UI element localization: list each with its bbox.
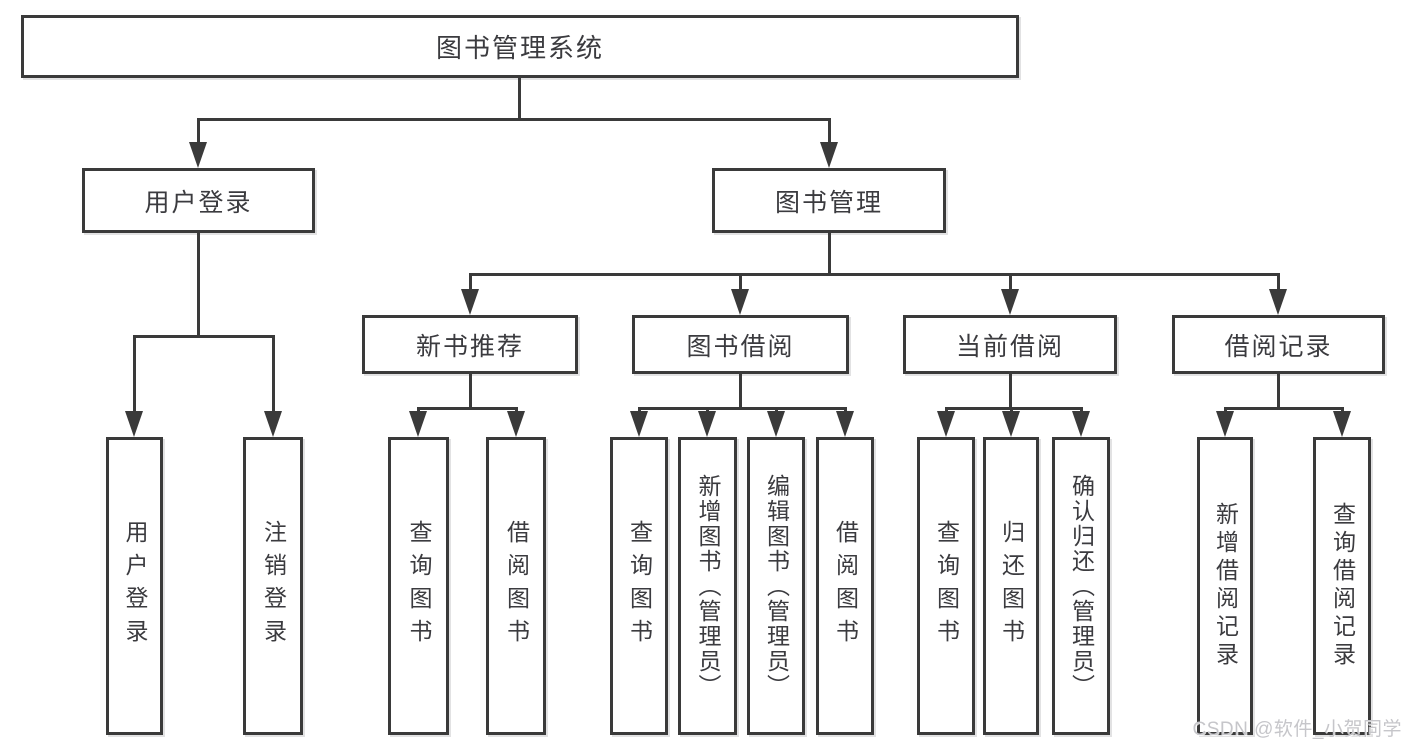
connector-bookmgmt-drop-4 [1277,273,1280,293]
arrow-icon [1002,411,1020,437]
node-label: 借阅记录 [1224,332,1333,361]
leaf-logout: 注销登录 [243,437,303,735]
arrow-icon [698,411,716,437]
connector-borrow-stem [739,374,742,407]
node-borrowing-records: 借阅记录 [1172,315,1385,374]
csdn-watermark: CSDN @软件_小贺同学 [1192,719,1402,740]
leaf-confirm-return-admin: 确认归还（管理员） [1052,437,1110,735]
leaf-label: 确认归还（管理员） [1068,473,1095,699]
leaf-label: 查询图书 [626,520,653,652]
connector-borrow-branch [638,407,847,410]
connector-bookmgmt-branch [469,273,1280,276]
arrow-icon [264,411,282,437]
connector-records-branch [1224,407,1344,410]
arrow-icon [630,411,648,437]
node-new-book-recommend: 新书推荐 [362,315,578,374]
connector-current-branch [945,407,1083,410]
connector-bookmgmt-drop-1 [469,273,472,293]
arrow-icon [1216,411,1234,437]
connector-userlogin-drop-1 [133,335,136,415]
node-book-borrowing: 图书借阅 [632,315,849,374]
connector-records-stem [1277,374,1280,407]
connector-newrec-stem [469,374,472,407]
connector-userlogin-branch [133,335,275,338]
leaf-label: 查询图书 [406,520,432,652]
connector-current-stem [1009,374,1012,407]
leaf-label: 新增借阅记录 [1212,502,1239,670]
arrow-icon [836,411,854,437]
arrow-icon [820,142,838,168]
connector-root-stem [518,78,521,118]
connector-bookmgmt-drop-2 [739,273,742,293]
leaf-label: 用户登录 [122,520,148,652]
leaf-add-book-admin: 新增图书（管理员） [678,437,737,735]
leaf-return-book: 归还图书 [983,437,1039,735]
leaf-label: 归还图书 [998,520,1025,652]
arrow-icon [409,411,427,437]
leaf-label: 查询借阅记录 [1329,502,1356,670]
node-label: 图书管理 [774,188,883,217]
connector-root-drop-left [197,118,200,150]
leaf-borrow-books-recommend: 借阅图书 [486,437,546,735]
connector-userlogin-drop-2 [272,335,275,415]
arrow-icon [767,411,785,437]
arrow-icon [507,411,525,437]
leaf-label: 借阅图书 [832,520,859,652]
leaf-edit-book-admin: 编辑图书（管理员） [747,437,805,735]
arrow-icon [731,289,749,315]
node-current-borrowing: 当前借阅 [903,315,1117,374]
arrow-icon [1072,411,1090,437]
connector-bookmgmt-drop-3 [1009,273,1012,293]
leaf-label: 查询图书 [933,520,960,652]
leaf-user-login: 用户登录 [106,437,163,735]
leaf-query-books-current: 查询图书 [917,437,975,735]
arrow-icon [125,411,143,437]
leaf-label: 新增图书（管理员） [695,473,721,699]
leaf-label: 注销登录 [260,520,287,652]
connector-root-drop-right [828,118,831,150]
arrow-icon [1333,411,1351,437]
leaf-label: 编辑图书（管理员） [763,473,790,699]
arrow-icon [461,289,479,315]
node-library-management-system: 图书管理系统 [21,15,1019,78]
leaf-query-books-recommend: 查询图书 [388,437,449,735]
leaf-add-borrow-record: 新增借阅记录 [1197,437,1253,735]
node-user-login: 用户登录 [82,168,315,233]
node-label: 当前借阅 [955,332,1064,361]
node-book-management: 图书管理 [712,168,946,233]
connector-bookmgmt-stem [828,233,831,273]
arrow-icon [1269,289,1287,315]
leaf-borrow-books: 借阅图书 [816,437,874,735]
leaf-query-borrow-record: 查询借阅记录 [1313,437,1371,735]
connector-newrec-branch [417,407,518,410]
arrow-icon [937,411,955,437]
arrow-icon [189,142,207,168]
arrow-icon [1001,289,1019,315]
leaf-label: 借阅图书 [503,520,530,652]
node-label: 用户登录 [144,188,253,217]
node-label: 图书管理系统 [435,33,604,63]
node-label: 新书推荐 [415,332,524,361]
node-label: 图书借阅 [686,332,795,361]
leaf-query-books-borrow: 查询图书 [610,437,668,735]
connector-userlogin-stem [197,233,200,335]
connector-root-branch [197,118,831,121]
